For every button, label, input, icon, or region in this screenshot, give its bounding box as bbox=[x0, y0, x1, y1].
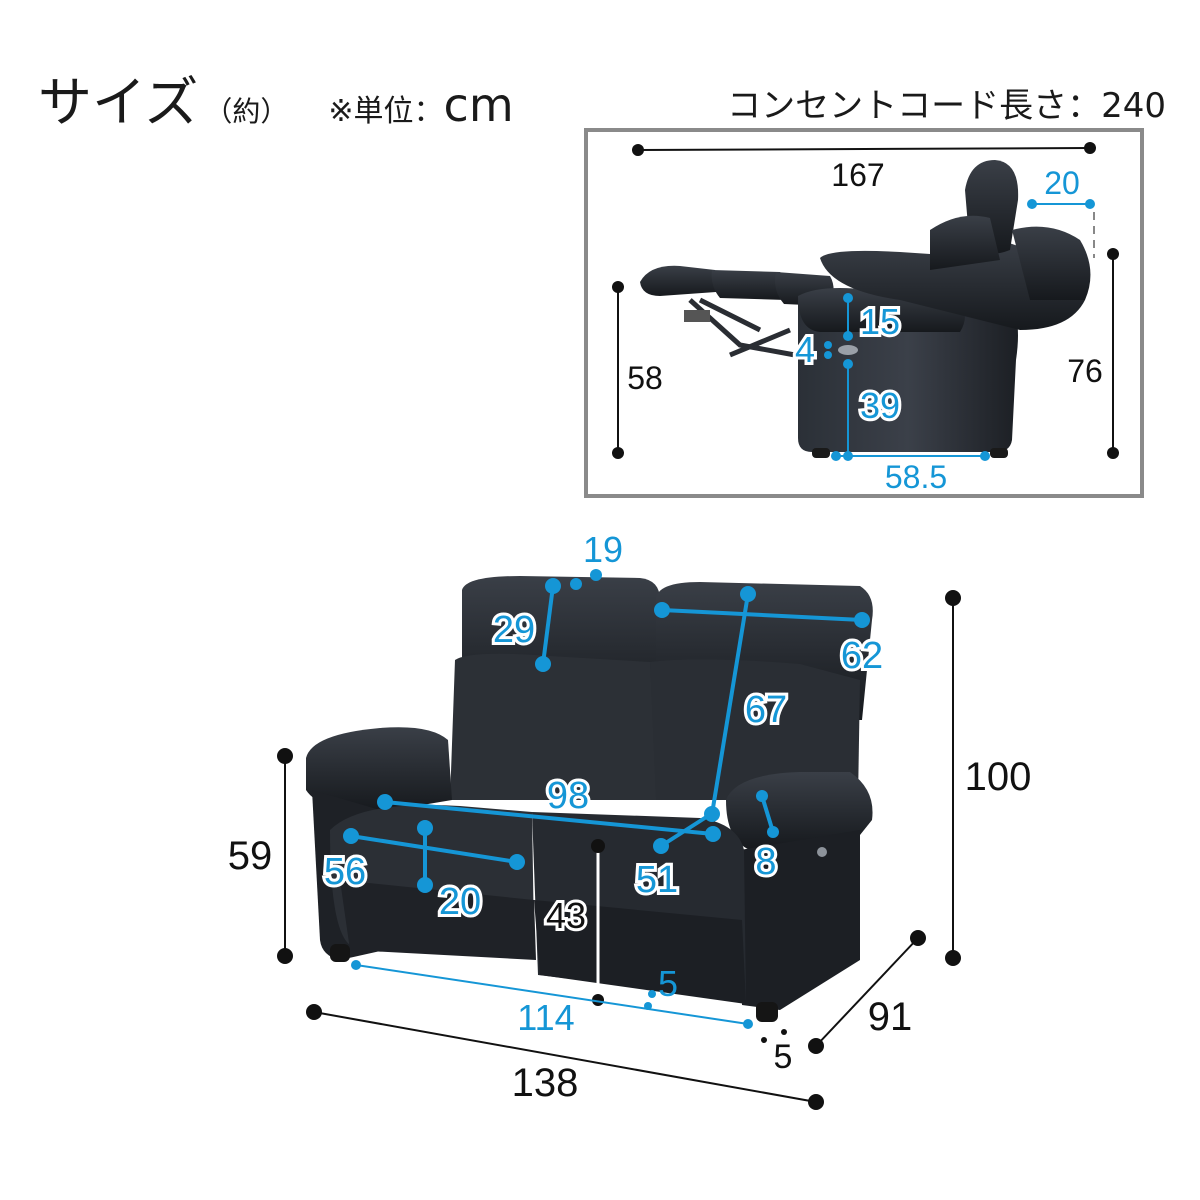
front-dim-back-height: 67 bbox=[704, 586, 790, 822]
unit-value: cm bbox=[443, 78, 514, 132]
front-dim-depth: 91 bbox=[808, 930, 926, 1054]
front-dim-back-width: 62 bbox=[654, 602, 886, 680]
front-depth-label: 91 bbox=[868, 995, 913, 1039]
front-dim-arm-width: 8 bbox=[752, 790, 780, 886]
front-seat-width-label: 98 bbox=[547, 775, 589, 817]
front-back-width-label: 62 bbox=[841, 635, 883, 677]
front-dim-headrest-width: 19 bbox=[570, 529, 623, 590]
side-left-height-label: 58 bbox=[627, 360, 663, 396]
side-view-recliner bbox=[640, 160, 1091, 458]
front-inner-width-label: 114 bbox=[517, 997, 574, 1038]
front-dim-right-seat-depth: 51 bbox=[633, 812, 713, 904]
side-dim-headrest-tilt: 20 bbox=[1027, 165, 1095, 258]
front-back-height-label: 67 bbox=[745, 689, 787, 731]
side-right-height-label: 76 bbox=[1067, 353, 1103, 389]
front-dim-seat-height: 43 bbox=[543, 839, 605, 1006]
unit-label: ※単位： bbox=[328, 94, 444, 129]
side-arm-to-console-label: 15 bbox=[860, 301, 900, 342]
page-title: サイズ（約） ※単位：cm bbox=[38, 58, 514, 137]
front-dim-total-height: 100 bbox=[945, 590, 1031, 966]
approx-label: （約） bbox=[204, 95, 289, 128]
front-headrest-width-label: 19 bbox=[583, 529, 623, 570]
front-right-seat-depth-label: 51 bbox=[636, 859, 678, 901]
front-total-width-label: 138 bbox=[512, 1061, 579, 1105]
side-dim-console: 15 4 39 bbox=[792, 293, 903, 454]
front-seat-cushion-depth-label: 20 bbox=[439, 881, 481, 923]
front-dim-left-seat-width: 56 bbox=[321, 828, 525, 896]
front-dim-arm-height: 59 bbox=[228, 748, 293, 964]
side-dim-right-height: 76 bbox=[1067, 248, 1119, 459]
side-dim-width: 167 bbox=[632, 142, 1096, 193]
front-arm-height-label: 59 bbox=[228, 834, 273, 878]
front-dim-seat-width: 98 bbox=[377, 772, 721, 842]
side-console-height-label: 4 bbox=[795, 329, 815, 370]
size-title: サイズ bbox=[38, 71, 199, 134]
front-seat-height-label: 43 bbox=[546, 895, 586, 936]
front-dim-seat-cushion-depth: 20 bbox=[417, 820, 484, 926]
front-dim-headrest-height: 29 bbox=[490, 578, 561, 672]
side-width-label: 167 bbox=[831, 157, 884, 193]
front-gap-center-label: 5 bbox=[658, 963, 678, 1004]
side-console-floor-label: 39 bbox=[860, 385, 900, 426]
front-dim-gap-center: 5 bbox=[644, 963, 678, 1010]
front-arm-width-label: 8 bbox=[755, 841, 776, 883]
side-dim-base-depth: 58.5 bbox=[831, 451, 990, 495]
front-dim-leg-height: 5 bbox=[761, 1029, 792, 1076]
front-leg-height-label: 5 bbox=[774, 1038, 793, 1076]
side-dim-left-height: 58 bbox=[612, 281, 663, 459]
side-base-depth-label: 58.5 bbox=[885, 459, 947, 495]
front-dim-inner-width: 114 bbox=[351, 960, 753, 1038]
front-left-seat-width-label: 56 bbox=[324, 851, 366, 893]
front-dim-total-width: 138 bbox=[306, 1004, 824, 1110]
side-headrest-tilt-label: 20 bbox=[1044, 165, 1080, 201]
front-headrest-height-label: 29 bbox=[493, 609, 535, 651]
front-total-height-label: 100 bbox=[965, 755, 1032, 799]
cord-length-label: コンセントコード長さ：240 bbox=[727, 86, 1166, 126]
